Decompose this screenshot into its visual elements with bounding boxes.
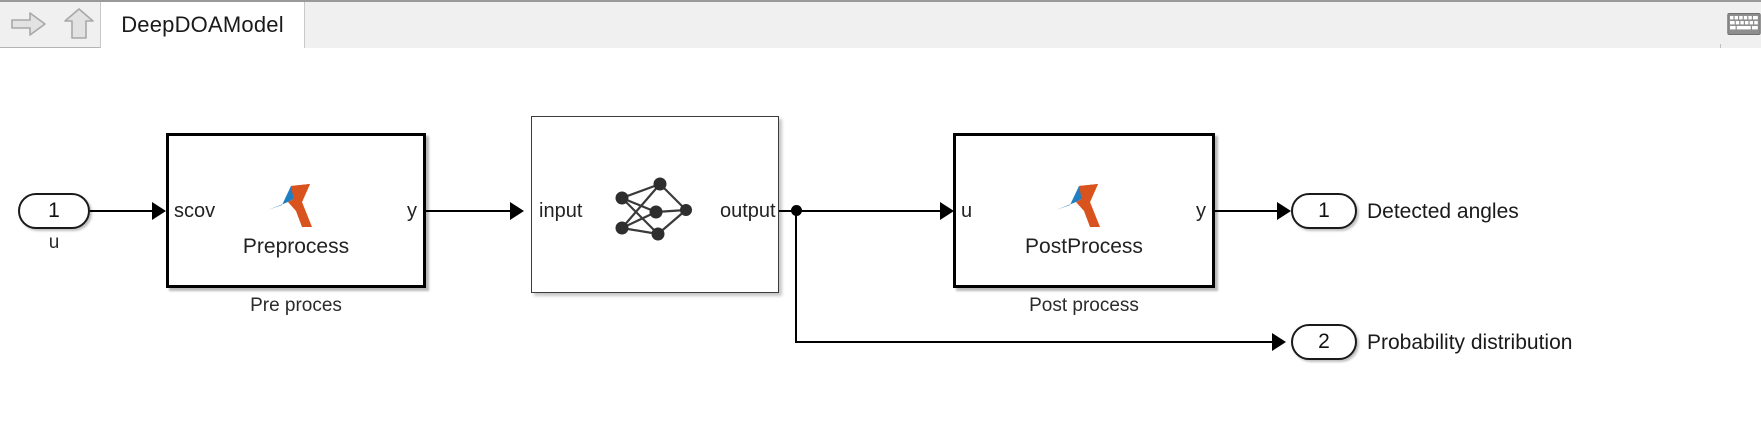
tab-label: DeepDOAModel xyxy=(121,12,284,37)
arrowhead-network-in xyxy=(510,202,524,220)
wire-preprocess-to-network xyxy=(426,210,512,212)
tabstrip-background xyxy=(305,2,1761,48)
arrow-right-icon xyxy=(11,12,46,36)
preprocess-under-label: Pre proces xyxy=(250,295,342,316)
neural-network-icon xyxy=(608,176,698,248)
arrowhead-preprocess-in xyxy=(152,202,166,220)
arrowhead-outport-1 xyxy=(1277,202,1291,220)
toolstrip-top-divider xyxy=(0,0,1761,2)
breadcrumb-bar: DeepDOAModel xyxy=(0,0,1761,50)
nav-up-button[interactable] xyxy=(56,6,102,42)
network-output-port-label: output xyxy=(720,200,776,222)
outport-2-label: Probability distribution xyxy=(1367,331,1573,354)
postprocess-output-port-label: y xyxy=(1196,200,1206,222)
wire-inport-to-preprocess xyxy=(90,210,155,212)
arrowhead-postprocess-in xyxy=(940,202,954,220)
postprocess-caption: PostProcess xyxy=(1025,235,1143,258)
outport-2[interactable]: 2 xyxy=(1291,324,1357,360)
matlab-logo-icon xyxy=(1054,180,1114,232)
preprocess-caption: Preprocess xyxy=(242,235,350,258)
nav-forward-button[interactable] xyxy=(6,6,52,42)
wire-branch-to-outport-2 xyxy=(795,341,1277,343)
outport-1-number: 1 xyxy=(1318,199,1330,222)
model-canvas[interactable]: 1 u scov y Preprocess Pre proces input o… xyxy=(0,48,1761,431)
arrow-up-icon xyxy=(64,8,94,39)
keyboard-icon[interactable] xyxy=(1727,12,1761,36)
toolstrip-right-divider xyxy=(1720,44,1721,50)
outport-2-number: 2 xyxy=(1318,330,1330,353)
inport-1[interactable]: 1 xyxy=(18,193,90,229)
preprocess-output-port-label: y xyxy=(407,200,417,222)
postprocess-input-port-label: u xyxy=(961,200,973,222)
outport-1[interactable]: 1 xyxy=(1291,193,1357,229)
wire-branch-vertical xyxy=(795,210,797,343)
network-input-port-label: input xyxy=(539,200,583,222)
wire-postprocess-to-outport-1 xyxy=(1215,210,1281,212)
wire-network-to-postprocess xyxy=(779,210,945,212)
arrowhead-outport-2 xyxy=(1272,333,1286,351)
tab-deepdoamodel[interactable]: DeepDOAModel xyxy=(100,2,305,48)
postprocess-under-label: Post process xyxy=(1029,295,1139,316)
matlab-logo-icon xyxy=(266,180,326,232)
inport-1-number: 1 xyxy=(48,199,60,222)
preprocess-input-port-label: scov xyxy=(174,200,216,222)
outport-1-label: Detected angles xyxy=(1367,200,1519,223)
inport-1-label: u xyxy=(48,232,60,253)
block-network[interactable] xyxy=(531,116,779,293)
